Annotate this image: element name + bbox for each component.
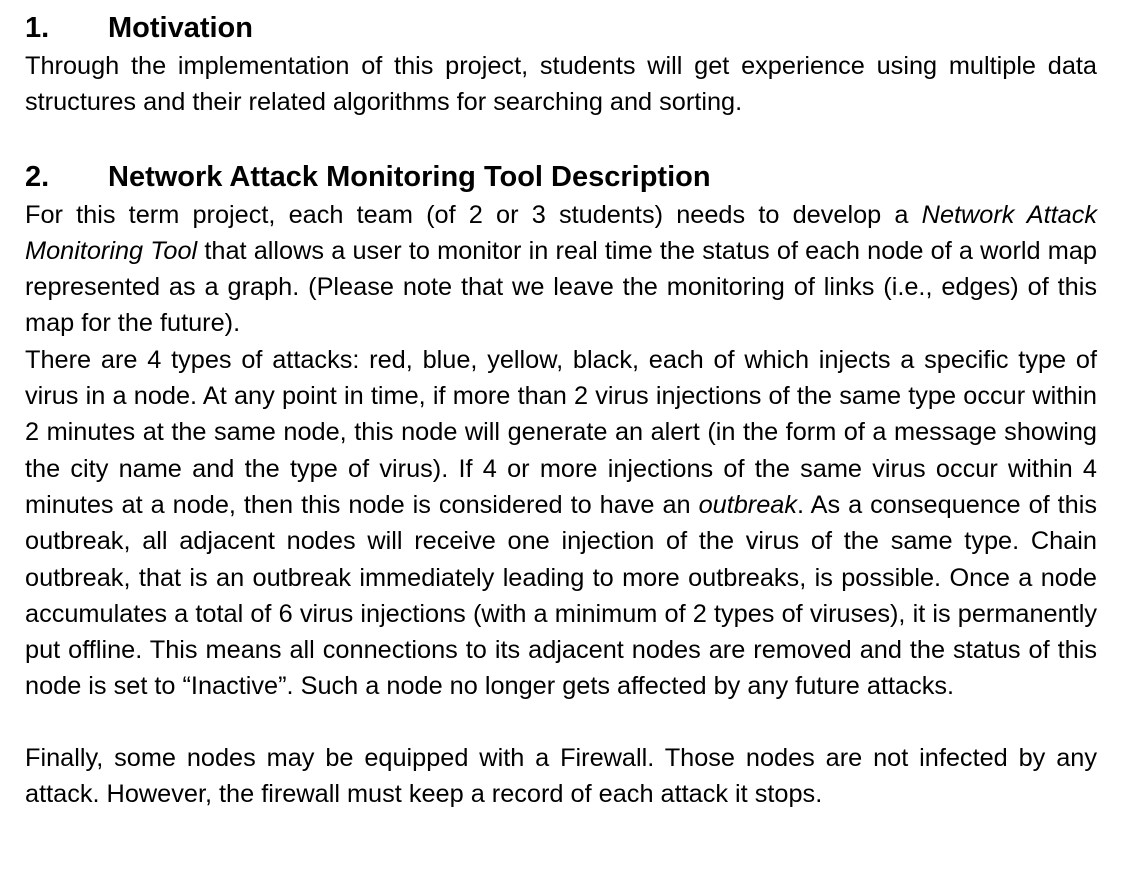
intro-text-before: For this term project, each team (of 2 o… [25,200,922,229]
section-heading-description: 2. Network Attack Monitoring Tool Descri… [25,157,1097,197]
intro-text-after: that allows a user to monitor in real ti… [25,236,1097,338]
document-page: 1. Motivation Through the implementation… [25,8,1097,812]
section-title: Network Attack Monitoring Tool Descripti… [108,160,711,193]
section-number: 1. [25,12,50,44]
section-heading-motivation: 1. Motivation [25,8,1097,48]
description-intro-paragraph: For this term project, each team (of 2 o… [25,197,1097,342]
section-title: Motivation [108,12,253,44]
outbreak-italic: outbreak [698,490,798,519]
spacer [25,121,1097,157]
tool-name-italic: Network Attack Monitoring Tool [25,200,1097,265]
attacks-text-before: There are 4 types of attacks: red, blue,… [25,345,1097,519]
attacks-paragraph: There are 4 types of attacks: red, blue,… [25,342,1097,705]
section-number: 2. [25,160,50,193]
firewall-paragraph: Finally, some nodes may be equipped with… [25,743,1097,809]
attacks-text-after: . As a consequence of this outbreak, all… [25,490,1097,701]
spacer [25,705,1097,740]
motivation-paragraph: Through the implementation of this proje… [25,52,1097,117]
